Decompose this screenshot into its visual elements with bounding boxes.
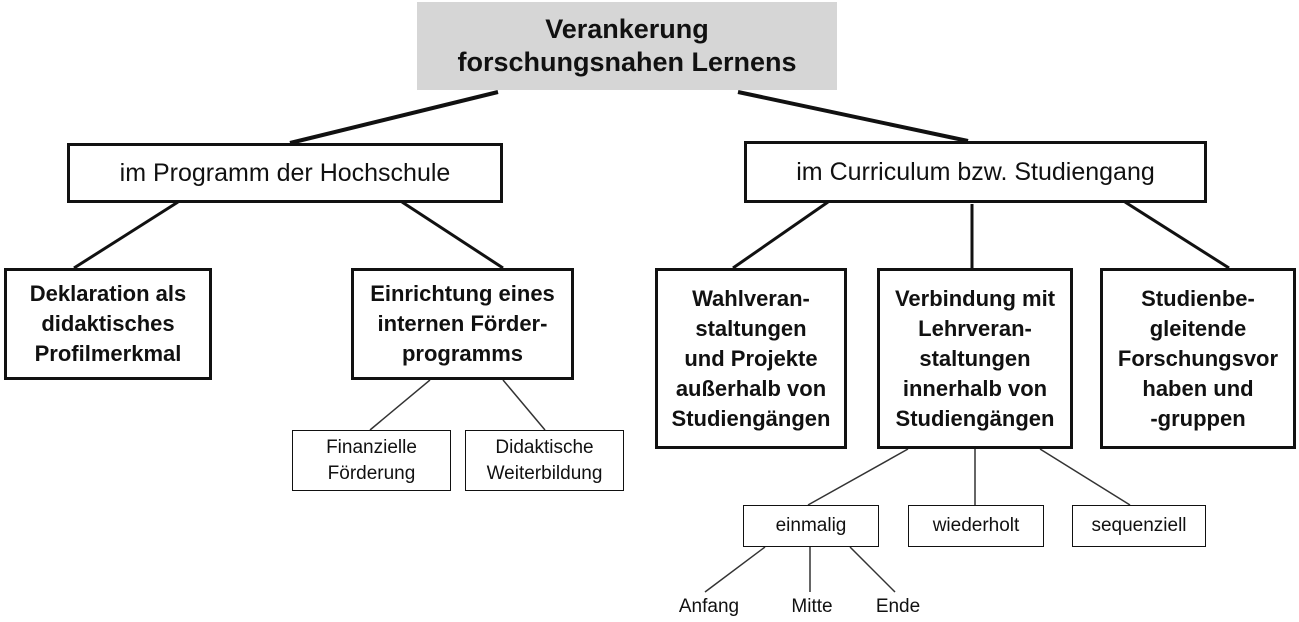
leaf-mitte: Mitte <box>791 596 833 617</box>
node-sequenziell: sequenziell <box>1072 505 1206 547</box>
leaf-anfang: Anfang <box>678 596 740 617</box>
edge-einmalig-ende <box>849 546 896 593</box>
leaf-ende: Ende <box>875 596 921 617</box>
edge-verbindung-einmalig <box>807 448 909 506</box>
node-deklaration: Deklaration als didaktisches Profilmerkm… <box>4 268 212 380</box>
edge-curriculum-wahl <box>732 200 829 270</box>
node-didaktische: Didaktische Weiterbildung <box>465 430 624 491</box>
node-verbindung: Verbindung mit Lehrveran- staltungen inn… <box>877 268 1073 449</box>
edge-verbindung-sequenziell <box>1039 448 1131 506</box>
node-finanzielle: Finanzielle Förderung <box>292 430 451 491</box>
node-studienbegleitend: Studienbe- gleitende Forschungsvor haben… <box>1100 268 1296 449</box>
edge-einrichtung-didaktische <box>502 379 546 431</box>
node-wahl: Wahlveran- staltungen und Projekte außer… <box>655 268 847 449</box>
node-einrichtung: Einrichtung eines internen Förder- progr… <box>351 268 574 380</box>
edge-curriculum-studienbegleitend <box>1124 200 1230 270</box>
edge-einrichtung-finanzielle <box>369 379 431 431</box>
edge-root-curriculum <box>737 90 969 143</box>
node-einmalig: einmalig <box>743 505 879 547</box>
root-node: Verankerung forschungsnahen Lernens <box>417 2 837 90</box>
node-curriculum: im Curriculum bzw. Studiengang <box>744 141 1207 203</box>
node-wiederholt: wiederholt <box>908 505 1044 547</box>
edge-einmalig-anfang <box>704 546 766 593</box>
edge-program-einrichtung <box>401 200 504 270</box>
node-program: im Programm der Hochschule <box>67 143 503 203</box>
edge-program-deklaration <box>73 200 179 270</box>
edge-root-program <box>289 90 499 145</box>
